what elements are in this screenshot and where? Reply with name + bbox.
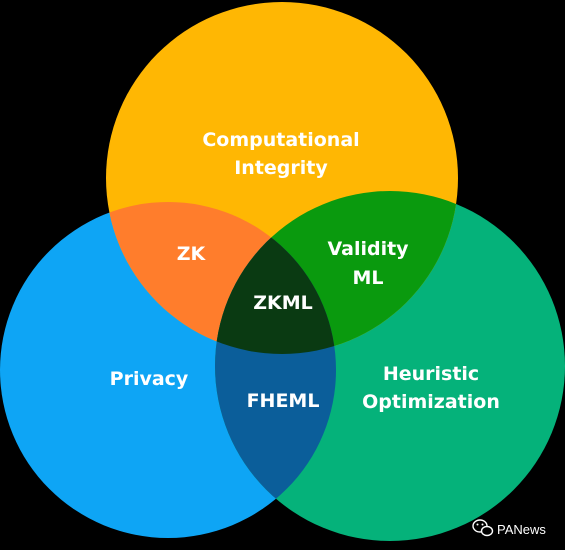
label-privacy: Privacy bbox=[110, 368, 189, 390]
label-validity-ml-line1: Validity bbox=[327, 238, 409, 260]
label-validity-ml-line2: ML bbox=[352, 267, 383, 289]
label-zk: ZK bbox=[177, 243, 207, 265]
watermark: PANews bbox=[472, 519, 546, 537]
watermark-text: PANews bbox=[497, 522, 546, 537]
label-fheml: FHEML bbox=[247, 390, 320, 412]
label-heuristic-optimization-line1: Heuristic bbox=[383, 363, 479, 385]
label-zkml: ZKML bbox=[253, 292, 313, 314]
label-computational-integrity-line1: Computational bbox=[202, 129, 359, 151]
region-zkml bbox=[215, 202, 336, 354]
label-heuristic-optimization-line2: Optimization bbox=[362, 391, 500, 413]
wechat-icon bbox=[472, 519, 494, 537]
label-computational-integrity-line2: Integrity bbox=[234, 157, 328, 179]
